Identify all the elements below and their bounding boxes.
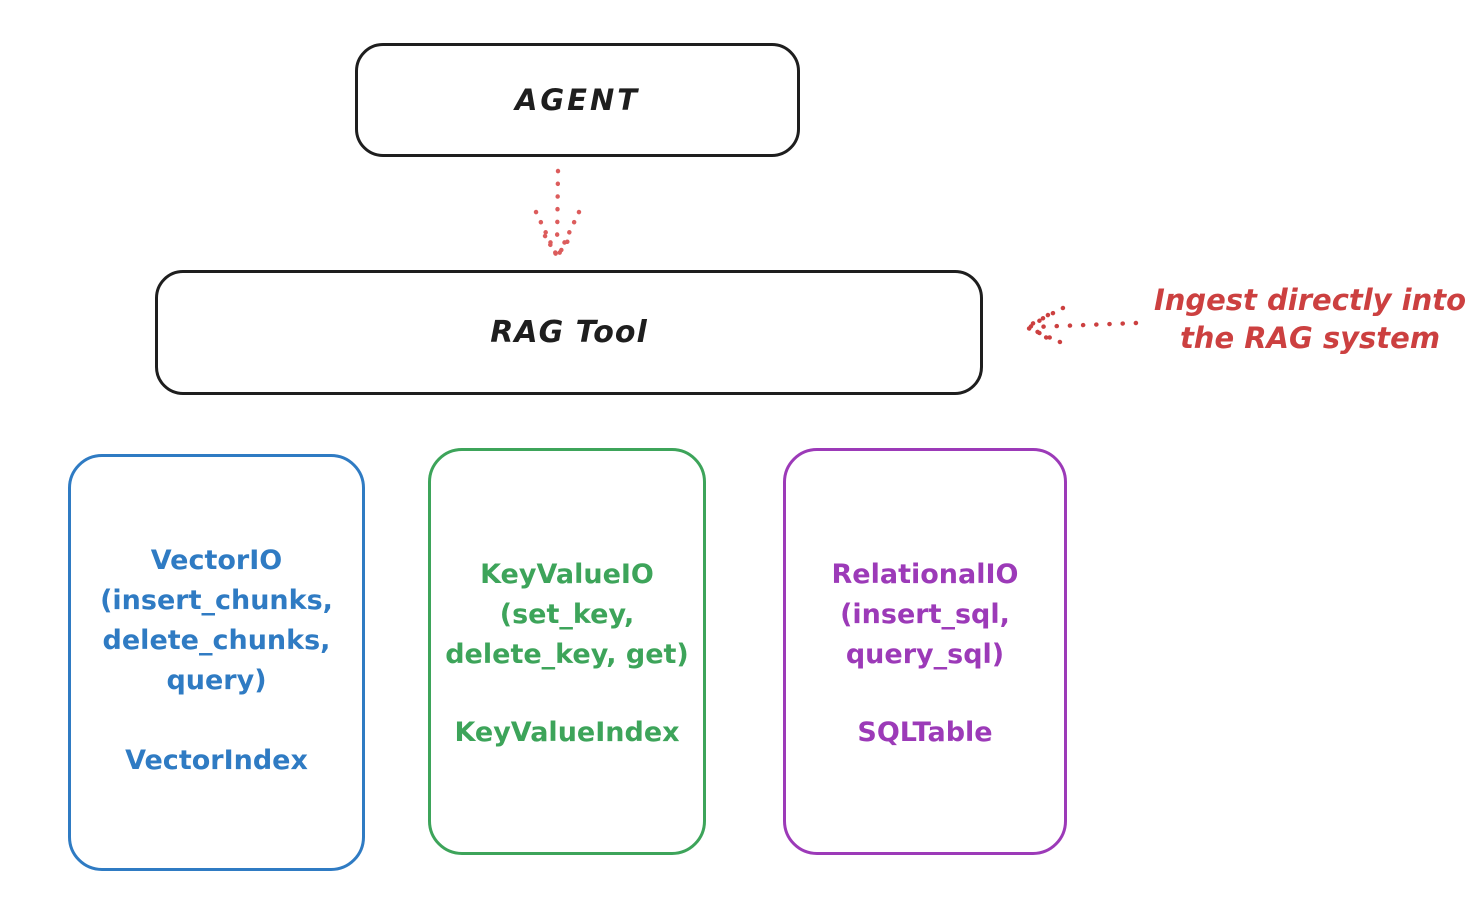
relational-io-title: RelationalIO (insert_sql, query_sql): [832, 555, 1019, 675]
ingest-annotation: Ingest directly into the RAG system: [1148, 281, 1472, 357]
ingest-annotation-line1: Ingest directly into: [1153, 283, 1467, 317]
relational-io-box: RelationalIO (insert_sql, query_sql) SQL…: [783, 448, 1067, 855]
sql-table-label: SQLTable: [857, 717, 993, 748]
keyvalue-io-box: KeyValueIO (set_key, delete_key, get) Ke…: [428, 448, 706, 855]
agent-node: AGENT: [355, 43, 800, 157]
vector-io-line: query): [166, 665, 267, 696]
rag-tool-label: RAG Tool: [490, 315, 648, 350]
keyvalue-io-line: delete_key, get): [445, 639, 689, 670]
rag-tool-node: RAG Tool: [155, 270, 983, 395]
vector-index-label: VectorIndex: [125, 745, 308, 776]
keyvalue-io-line: (set_key,: [499, 599, 635, 630]
vector-io-line: (insert_chunks,: [100, 585, 333, 616]
ingest-annotation-arrow-icon: [1025, 305, 1139, 345]
agent-to-ragtool-arrow-icon: [533, 168, 582, 260]
vector-io-line: VectorIO: [150, 545, 283, 576]
relational-io-line: RelationalIO: [831, 559, 1019, 590]
vector-io-box: VectorIO (insert_chunks, delete_chunks, …: [68, 454, 365, 871]
keyvalue-io-line: KeyValueIO: [480, 559, 654, 590]
keyvalue-index-label: KeyValueIndex: [454, 717, 680, 748]
relational-io-line: (insert_sql,: [840, 599, 1010, 630]
agent-label: AGENT: [514, 83, 641, 117]
relational-io-line: query_sql): [845, 639, 1005, 670]
keyvalue-io-title: KeyValueIO (set_key, delete_key, get): [445, 555, 689, 675]
ingest-annotation-line2: the RAG system: [1179, 321, 1441, 355]
vector-io-line: delete_chunks,: [102, 625, 331, 656]
vector-io-title: VectorIO (insert_chunks, delete_chunks, …: [100, 541, 333, 701]
